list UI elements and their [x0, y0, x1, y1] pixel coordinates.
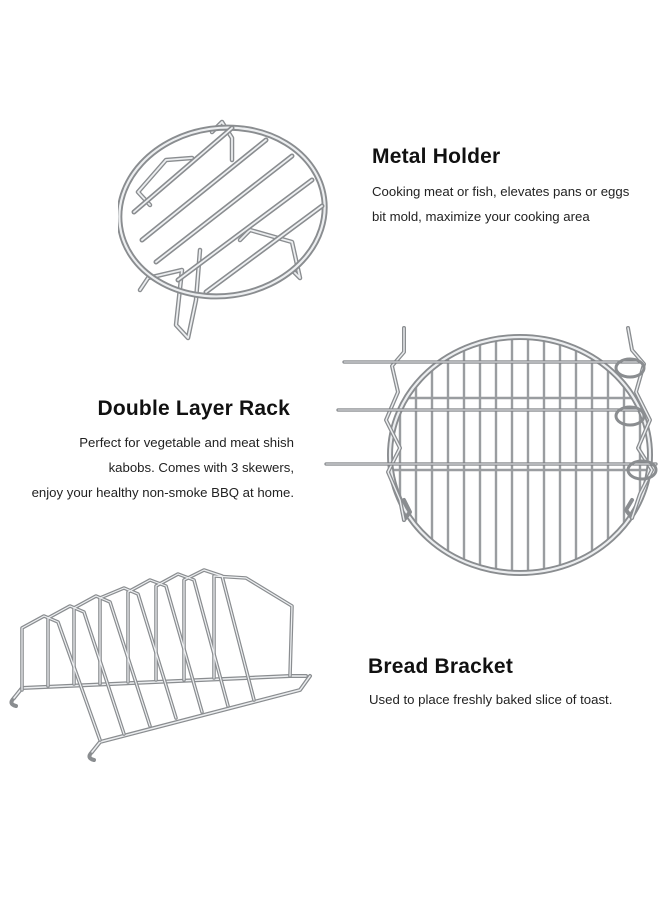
description-line: Perfect for vegetable and meat shish	[79, 435, 294, 450]
description-line: Used to place freshly baked slice of toa…	[369, 692, 613, 707]
bread-bracket-image	[9, 568, 312, 762]
description-line: kabobs. Comes with 3 skewers,	[108, 460, 294, 475]
double-layer-rack-description: Perfect for vegetable and meat shish kab…	[32, 430, 294, 505]
bread-bracket-description: Used to place freshly baked slice of toa…	[369, 687, 612, 712]
description-line: enjoy your healthy non-smoke BBQ at home…	[31, 485, 294, 500]
double-layer-rack-image	[324, 326, 658, 576]
metal-holder-description: Cooking meat or fish, elevates pans or e…	[372, 179, 629, 229]
double-layer-rack-title: Double Layer Rack	[97, 397, 290, 420]
rack-grid	[390, 337, 650, 573]
rack-handles	[384, 326, 654, 522]
metal-holder-legs	[135, 119, 303, 341]
rack-skewers	[324, 360, 658, 466]
metal-holder-image	[118, 119, 328, 341]
description-line: Cooking meat or fish, elevates pans or e…	[372, 184, 630, 199]
description-line: bit mold, maximize your cooking area	[372, 209, 590, 224]
bread-bracket-title: Bread Bracket	[368, 655, 514, 678]
metal-holder-title: Metal Holder	[372, 145, 501, 168]
metal-holder-ring	[118, 124, 328, 300]
rack-ring	[387, 334, 653, 576]
bread-bracket-base	[9, 674, 312, 762]
